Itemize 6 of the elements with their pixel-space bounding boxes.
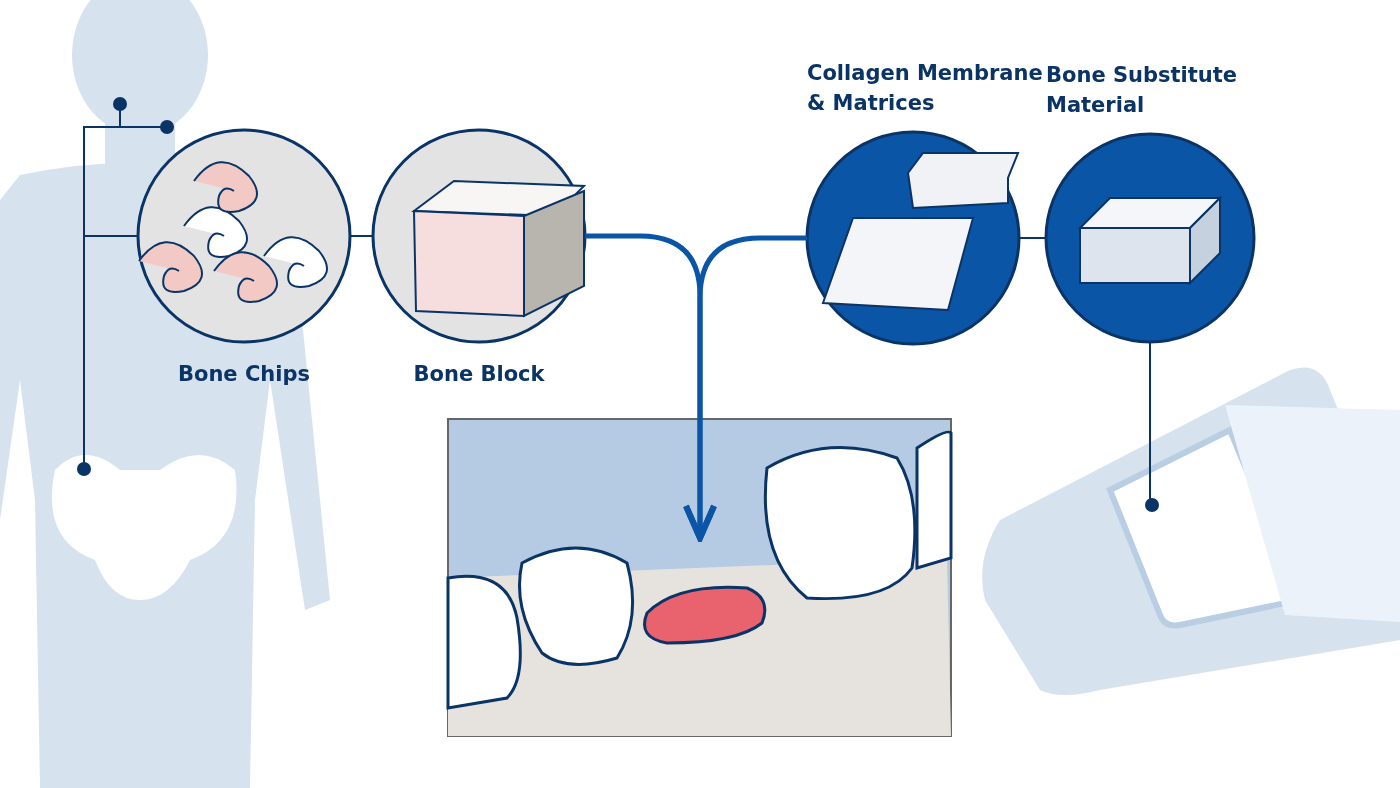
material-label: Bone Chips: [177, 361, 311, 388]
material-label: Bone Substitute Material: [1046, 62, 1239, 119]
material-label: Bone Block: [412, 361, 546, 388]
arrow: [683, 235, 807, 541]
dental-defect-drawing: [447, 418, 952, 737]
material-label: Collagen Membrane & Matrices: [807, 60, 1044, 117]
